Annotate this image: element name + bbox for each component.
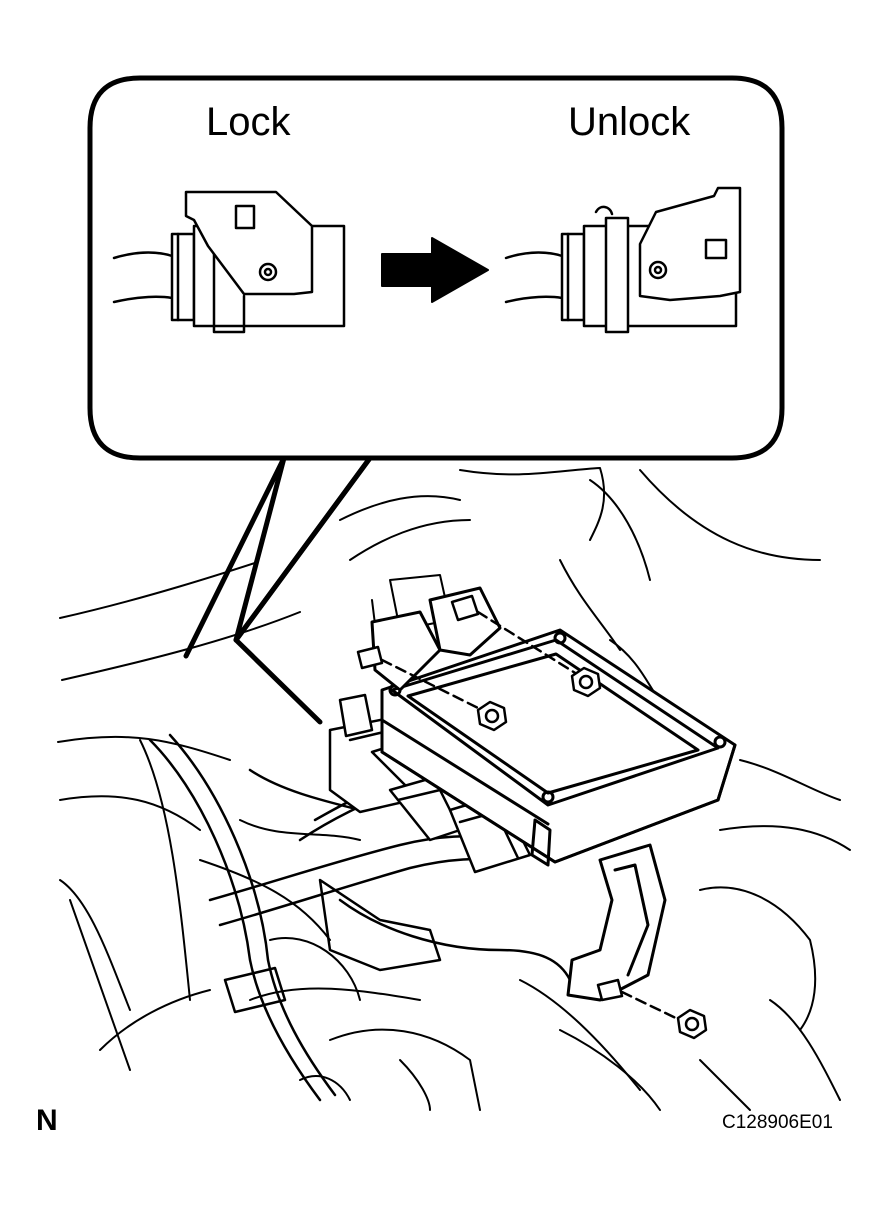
control-module bbox=[380, 628, 737, 867]
mounting-bracket bbox=[370, 586, 667, 1002]
bolt-lower bbox=[596, 978, 624, 1002]
bolt-upper bbox=[450, 594, 480, 622]
bolt-left bbox=[356, 645, 384, 670]
lock-label: Lock bbox=[206, 100, 291, 144]
install-line-lower bbox=[620, 990, 686, 1024]
fasteners bbox=[356, 594, 708, 1040]
nut-middle bbox=[476, 700, 508, 732]
install-line-upper bbox=[476, 610, 582, 678]
direction-arrow bbox=[381, 237, 489, 303]
connector-lock-state bbox=[112, 190, 346, 334]
nut-upper bbox=[570, 666, 602, 698]
figure-code: C128906E01 bbox=[722, 1112, 833, 1133]
orientation-mark: N bbox=[36, 1104, 58, 1137]
unlock-label: Unlock bbox=[568, 100, 691, 144]
nut-lower bbox=[676, 1008, 708, 1040]
connector-unlock-state bbox=[504, 186, 742, 334]
install-line-left bbox=[380, 658, 488, 714]
background-engine-bay bbox=[57, 467, 851, 1111]
